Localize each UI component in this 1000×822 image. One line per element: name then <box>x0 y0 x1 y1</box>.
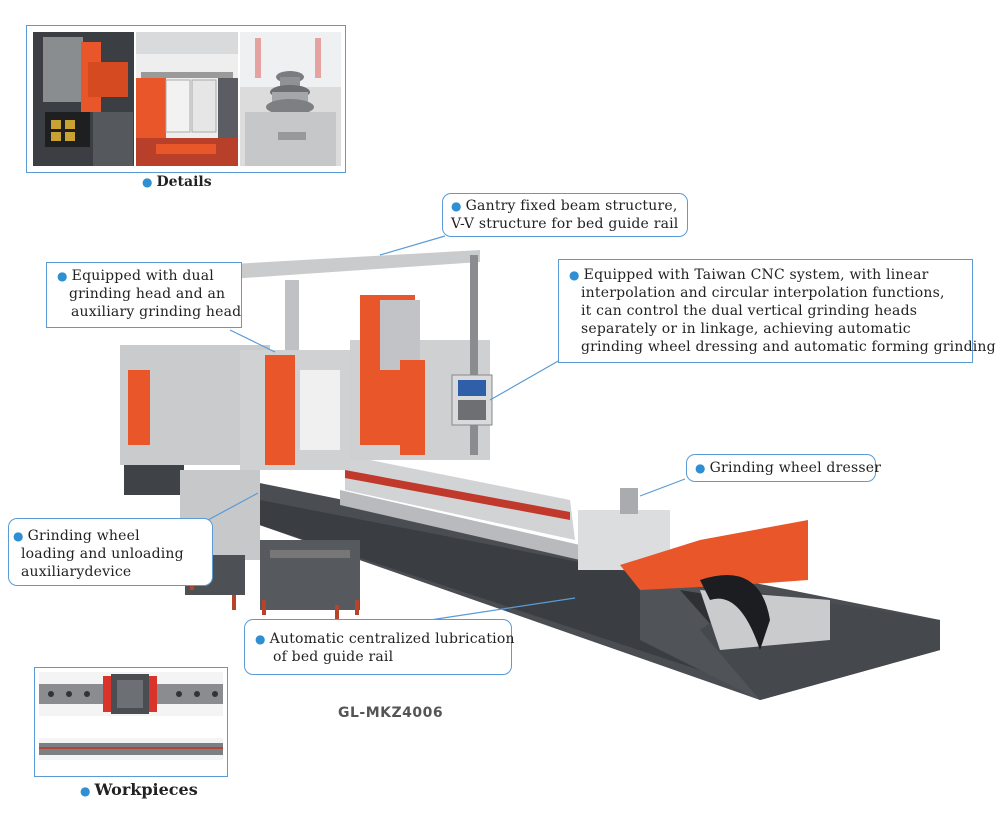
callout-cnc-text-4: separately or in linkage, achieving auto… <box>581 321 911 337</box>
bullet-icon: ● <box>57 269 68 283</box>
callout-gantry-text-2: V-V structure for bed guide rail <box>451 216 679 232</box>
workpiece-photo-rail-block <box>39 672 223 716</box>
callout-cnc-text-2: interpolation and circular interpolation… <box>581 285 945 301</box>
callout-gantry-line-1: ●Gantry fixed beam structure, <box>451 197 679 215</box>
bullet-icon: ● <box>451 199 462 213</box>
details-caption-text: Details <box>156 174 212 190</box>
callout-dual-head-text-2: grinding head and an <box>69 286 226 302</box>
callout-loading: ●Grinding wheel loading and unloading au… <box>8 518 213 586</box>
callout-cnc-text-1: Equipped with Taiwan CNC system, with li… <box>583 267 929 283</box>
callout-cnc-text-3: it can control the dual vertical grindin… <box>581 303 918 319</box>
bullet-icon: ● <box>142 175 153 189</box>
callout-dual-head-line-1: ●Equipped with dual <box>57 267 231 285</box>
callout-loading-text-1: Grinding wheel <box>27 528 140 544</box>
bullet-icon: ● <box>80 784 91 798</box>
details-caption: ●Details <box>142 174 212 190</box>
callout-cnc: ●Equipped with Taiwan CNC system, with l… <box>558 259 996 363</box>
callout-dresser-line-1: ●Grinding wheel dresser <box>695 459 881 477</box>
workpieces-panel <box>34 667 228 777</box>
callout-lubrication-text-2: of bed guide rail <box>273 649 394 665</box>
callout-dual-head-text-1: Equipped with dual <box>71 268 214 284</box>
callout-dual-head-text-3: auxiliary grinding head <box>71 304 242 320</box>
model-label: GL-MKZ4006 <box>338 705 444 721</box>
callout-cnc-line-1: ●Equipped with Taiwan CNC system, with l… <box>569 266 962 284</box>
details-panel <box>26 25 346 173</box>
bullet-icon: ● <box>13 529 24 543</box>
detail-photo-workshop <box>136 32 238 166</box>
bullet-icon: ● <box>569 268 580 282</box>
bullet-icon: ● <box>255 632 266 646</box>
callout-loading-text-3: auxiliarydevice <box>21 564 132 580</box>
callout-cnc-text-5: grinding wheel dressing and automatic fo… <box>581 339 996 355</box>
callout-lubrication-line-1: ●Automatic centralized lubrication <box>255 630 514 648</box>
workpieces-caption-text: Workpieces <box>94 780 198 799</box>
callout-loading-text-2: loading and unloading <box>21 546 184 562</box>
callout-lubrication-text-1: Automatic centralized lubrication <box>269 631 515 647</box>
callout-loading-line-1: ●Grinding wheel <box>13 527 208 545</box>
callout-dresser-text-1: Grinding wheel dresser <box>709 460 882 476</box>
bullet-icon: ● <box>695 461 706 475</box>
callout-dual-head: ●Equipped with dual grinding head and an… <box>46 262 242 328</box>
callout-dresser: ●Grinding wheel dresser <box>686 454 881 482</box>
detail-photo-grinding-head <box>33 32 134 166</box>
detail-photo-dresser <box>240 32 341 166</box>
callout-gantry: ●Gantry fixed beam structure, V-V struct… <box>442 193 688 237</box>
workpieces-caption: ●Workpieces <box>80 780 198 799</box>
callout-lubrication: ●Automatic centralized lubrication of be… <box>244 619 514 675</box>
callout-gantry-text-1: Gantry fixed beam structure, <box>465 198 678 214</box>
workpiece-photo-rail <box>39 738 223 760</box>
